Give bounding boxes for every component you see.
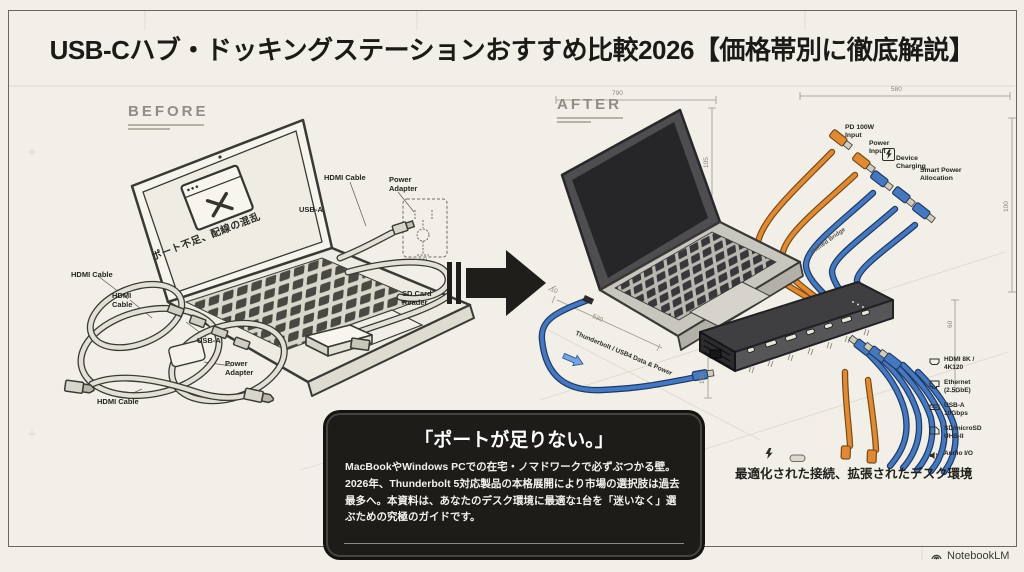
cable-tangle xyxy=(77,229,452,405)
docking-station xyxy=(699,281,894,374)
edge-plugs xyxy=(166,303,251,351)
after-heading: AFTER xyxy=(557,96,622,113)
label-pd-input: PD 100W Input xyxy=(845,124,875,140)
dim-60: 60 xyxy=(947,320,954,328)
message-box-title: 「ポートが足りない。」 xyxy=(414,430,614,451)
label-usb-a-mid: USB-A xyxy=(197,336,221,345)
before-laptop xyxy=(130,118,475,397)
port-row-hdmi: HDMI 8K /4K120 xyxy=(929,356,1021,373)
label-power-input: Power Input xyxy=(869,140,890,156)
page-title: USB-Cハブ・ドッキングステーションおすすめ比較2026【価格帯別に徹底解説】 xyxy=(49,35,975,65)
after-keyboard xyxy=(615,232,776,320)
after-laptop xyxy=(560,108,804,351)
bolt-icon xyxy=(765,448,773,459)
label-power-adapter-mid: Power Adapter xyxy=(225,359,254,378)
before-heading: BEFORE xyxy=(128,103,209,120)
before-scene xyxy=(63,118,475,405)
dock-port-marks xyxy=(748,328,870,374)
dim-100-right: 100 xyxy=(1003,201,1010,212)
dim-580: 580 xyxy=(891,86,902,93)
message-box-body: MacBookやWindows PCでの在宅・ノマドワークで必ずぶつかる壁。20… xyxy=(345,461,680,524)
port-row-audio: Audio I/O xyxy=(929,450,1021,461)
label-device-charging: Device Charging xyxy=(896,155,926,171)
label-smart-power: Smart Power Allocation xyxy=(920,167,962,183)
ethernet-port-icon xyxy=(929,380,940,389)
label-sd-card-reader: SD Card Reader xyxy=(402,289,432,308)
transition-arrow xyxy=(447,250,546,316)
output-cables xyxy=(840,334,959,476)
after-trackpad xyxy=(688,281,772,327)
after-fineprint-line xyxy=(557,117,623,119)
footer-brand-text: NotebookLM xyxy=(947,549,1010,562)
usb-plug-top xyxy=(391,220,416,235)
label-usb-a-top: USB-A xyxy=(299,205,323,214)
error-window-icon xyxy=(180,164,254,231)
dim-790: 790 xyxy=(612,90,623,97)
port-row-ethernet: Ethernet(2.5GbE) xyxy=(929,379,1021,396)
usb-a-port-icon xyxy=(929,404,940,410)
notebooklm-logo-icon xyxy=(931,554,942,560)
pill-icon xyxy=(789,454,806,462)
dock-ports xyxy=(747,309,870,353)
after-scene xyxy=(538,92,1016,476)
laptop-port xyxy=(582,295,595,305)
thunderbolt-cable xyxy=(538,296,715,394)
sd-card-icon xyxy=(929,426,940,435)
after-fineprint-line xyxy=(557,121,591,123)
before-fineprint-line xyxy=(128,124,204,126)
label-hdmi-cable-left: HDMI Cable xyxy=(71,270,113,279)
speaker-icon xyxy=(930,451,938,460)
label-power-adapter-top: Power Adapter xyxy=(389,175,418,194)
label-hdmi-cable-bottom: HDMI Cable xyxy=(97,397,139,406)
dim-105: 105 xyxy=(703,157,710,168)
hdmi-plug-bottom xyxy=(243,387,275,404)
webcam-dot xyxy=(218,155,222,159)
sd-card-reader xyxy=(305,324,373,357)
label-hdmi-cable-top: HDMI Cable xyxy=(324,173,366,182)
bolt-badge-icon xyxy=(882,148,895,161)
footer-brand: NotebookLM xyxy=(930,549,1009,562)
before-fineprint-line xyxy=(128,128,170,130)
message-box: 「ポートが足りない。」 MacBookやWindows PCでの在宅・ノマドワー… xyxy=(326,413,702,557)
flow-arrow-small xyxy=(562,352,584,367)
label-hdmi-cable-mid: HDMI Cable xyxy=(112,291,133,310)
hdmi-plug-left xyxy=(63,379,95,394)
keyboard xyxy=(186,258,420,350)
message-box-rule xyxy=(344,543,684,544)
power-adapter-schematic xyxy=(402,198,448,260)
power-brick xyxy=(168,339,206,368)
after-caption: 最適化された接続、拡張されたデスク環境 xyxy=(735,467,973,481)
dim-100-dock: 100 xyxy=(699,373,706,384)
hdmi-port-icon xyxy=(929,358,940,365)
